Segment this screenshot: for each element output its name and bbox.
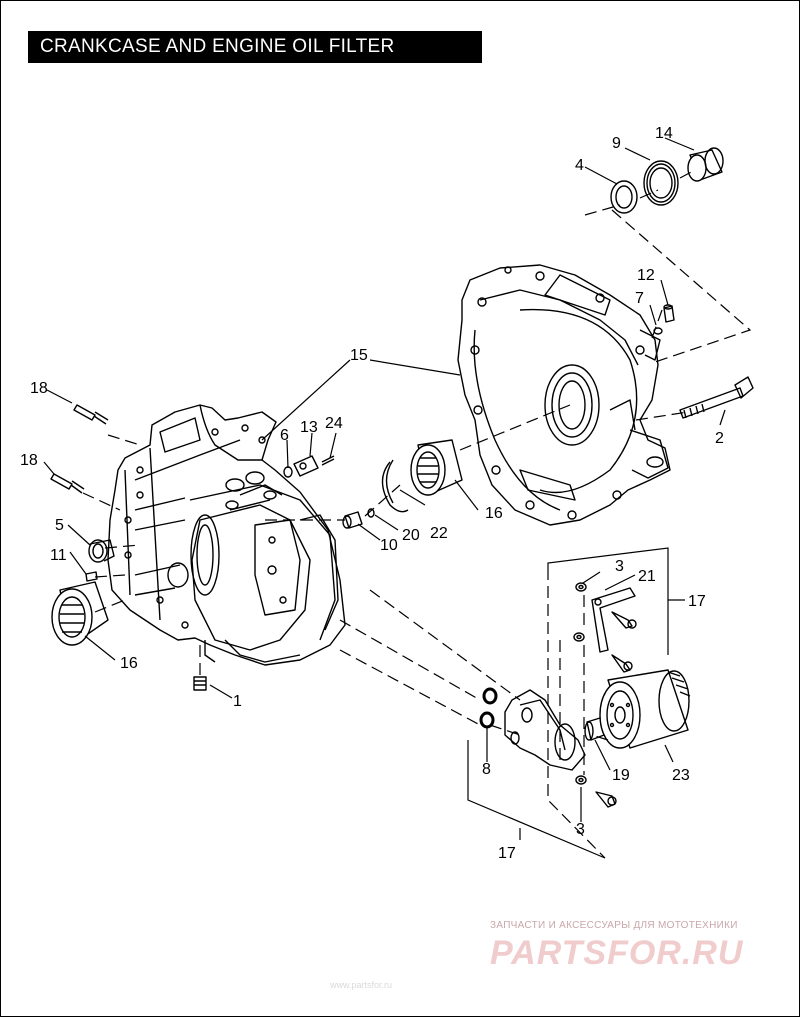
callout-7: 7 [635, 290, 644, 307]
callout-3-upper: 3 [615, 558, 624, 575]
screw-part-3-lower [595, 791, 617, 808]
leader-lines [43, 137, 726, 822]
callout-1: 1 [233, 693, 242, 710]
watermark-tagline: ЗАПЧАСТИ И АКСЕССУАРЫ ДЛЯ МОТОТЕХНИКИ [490, 920, 738, 931]
callout-10: 10 [380, 537, 398, 554]
washer-part-3-upper [573, 582, 587, 642]
callout-8: 8 [482, 761, 491, 778]
callout-2: 2 [715, 430, 724, 447]
bolt-part-2 [679, 376, 754, 419]
screw-part-21-lower [611, 654, 633, 673]
assembly-guide-lines [82, 169, 752, 859]
screw-part-21-upper [611, 611, 637, 629]
bearing-part-16-right [410, 439, 463, 496]
dowel-part-12 [663, 304, 675, 323]
callout-16-right: 16 [485, 505, 503, 522]
callout-6: 6 [280, 427, 289, 444]
callout-14: 14 [655, 125, 673, 142]
bearing-part-9 [643, 160, 679, 206]
callout-24: 24 [325, 415, 343, 432]
bearing-part-16-left [51, 581, 109, 646]
callout-5: 5 [55, 517, 64, 534]
callout-17-right: 17 [688, 593, 706, 610]
seal-part-4 [610, 180, 638, 214]
o-ring-part-8-lower [479, 711, 495, 729]
stud-part-18-upper [73, 404, 109, 425]
callout-22: 22 [430, 525, 448, 542]
right-crankcase-half [457, 264, 671, 526]
group-bracket-17 [467, 547, 685, 859]
callout-9: 9 [612, 135, 621, 152]
callout-23: 23 [672, 767, 690, 784]
oil-filter-part-23 [599, 669, 691, 749]
watermark-logo: PARTSFOR.RU [490, 934, 744, 972]
callout-16-left: 16 [120, 655, 138, 672]
callout-19: 19 [612, 767, 630, 784]
piston-jet-part-13 [293, 455, 319, 477]
callout-18-lower: 18 [20, 452, 38, 469]
callout-13: 13 [300, 419, 318, 436]
callout-18-upper: 18 [30, 380, 48, 397]
callout-15: 15 [350, 347, 368, 364]
screw-part-24 [321, 455, 335, 466]
callout-11: 11 [50, 547, 67, 564]
page-title: CRANKCASE AND ENGINE OIL FILTER [28, 31, 482, 63]
callout-3-lower: 3 [576, 821, 585, 838]
o-ring-part-8-upper [482, 687, 498, 705]
callout-labels: 1 2 3 3 4 5 6 7 8 9 10 11 12 13 14 15 16… [20, 125, 724, 862]
callout-20: 20 [402, 527, 420, 544]
bushing-part-14 [687, 147, 724, 182]
callout-12: 12 [637, 267, 655, 284]
plug-part-1 [193, 676, 207, 691]
watermark-faint-text: www.partsfor.ru [330, 980, 393, 990]
washer-part-3-lower [575, 775, 587, 785]
callout-17-bottom: 17 [498, 845, 516, 862]
filter-adapter-part-17 [504, 689, 586, 771]
plug-part-10 [342, 511, 363, 529]
retaining-ring-part-22 [381, 459, 409, 513]
callout-21: 21 [638, 568, 656, 585]
left-crankcase-half [107, 404, 346, 666]
bracket-part-21 [591, 587, 636, 653]
dowel-part-11 [85, 571, 98, 582]
stud-part-18-lower [50, 473, 85, 494]
callout-4: 4 [575, 157, 584, 174]
o-ring-part-6 [283, 466, 293, 478]
